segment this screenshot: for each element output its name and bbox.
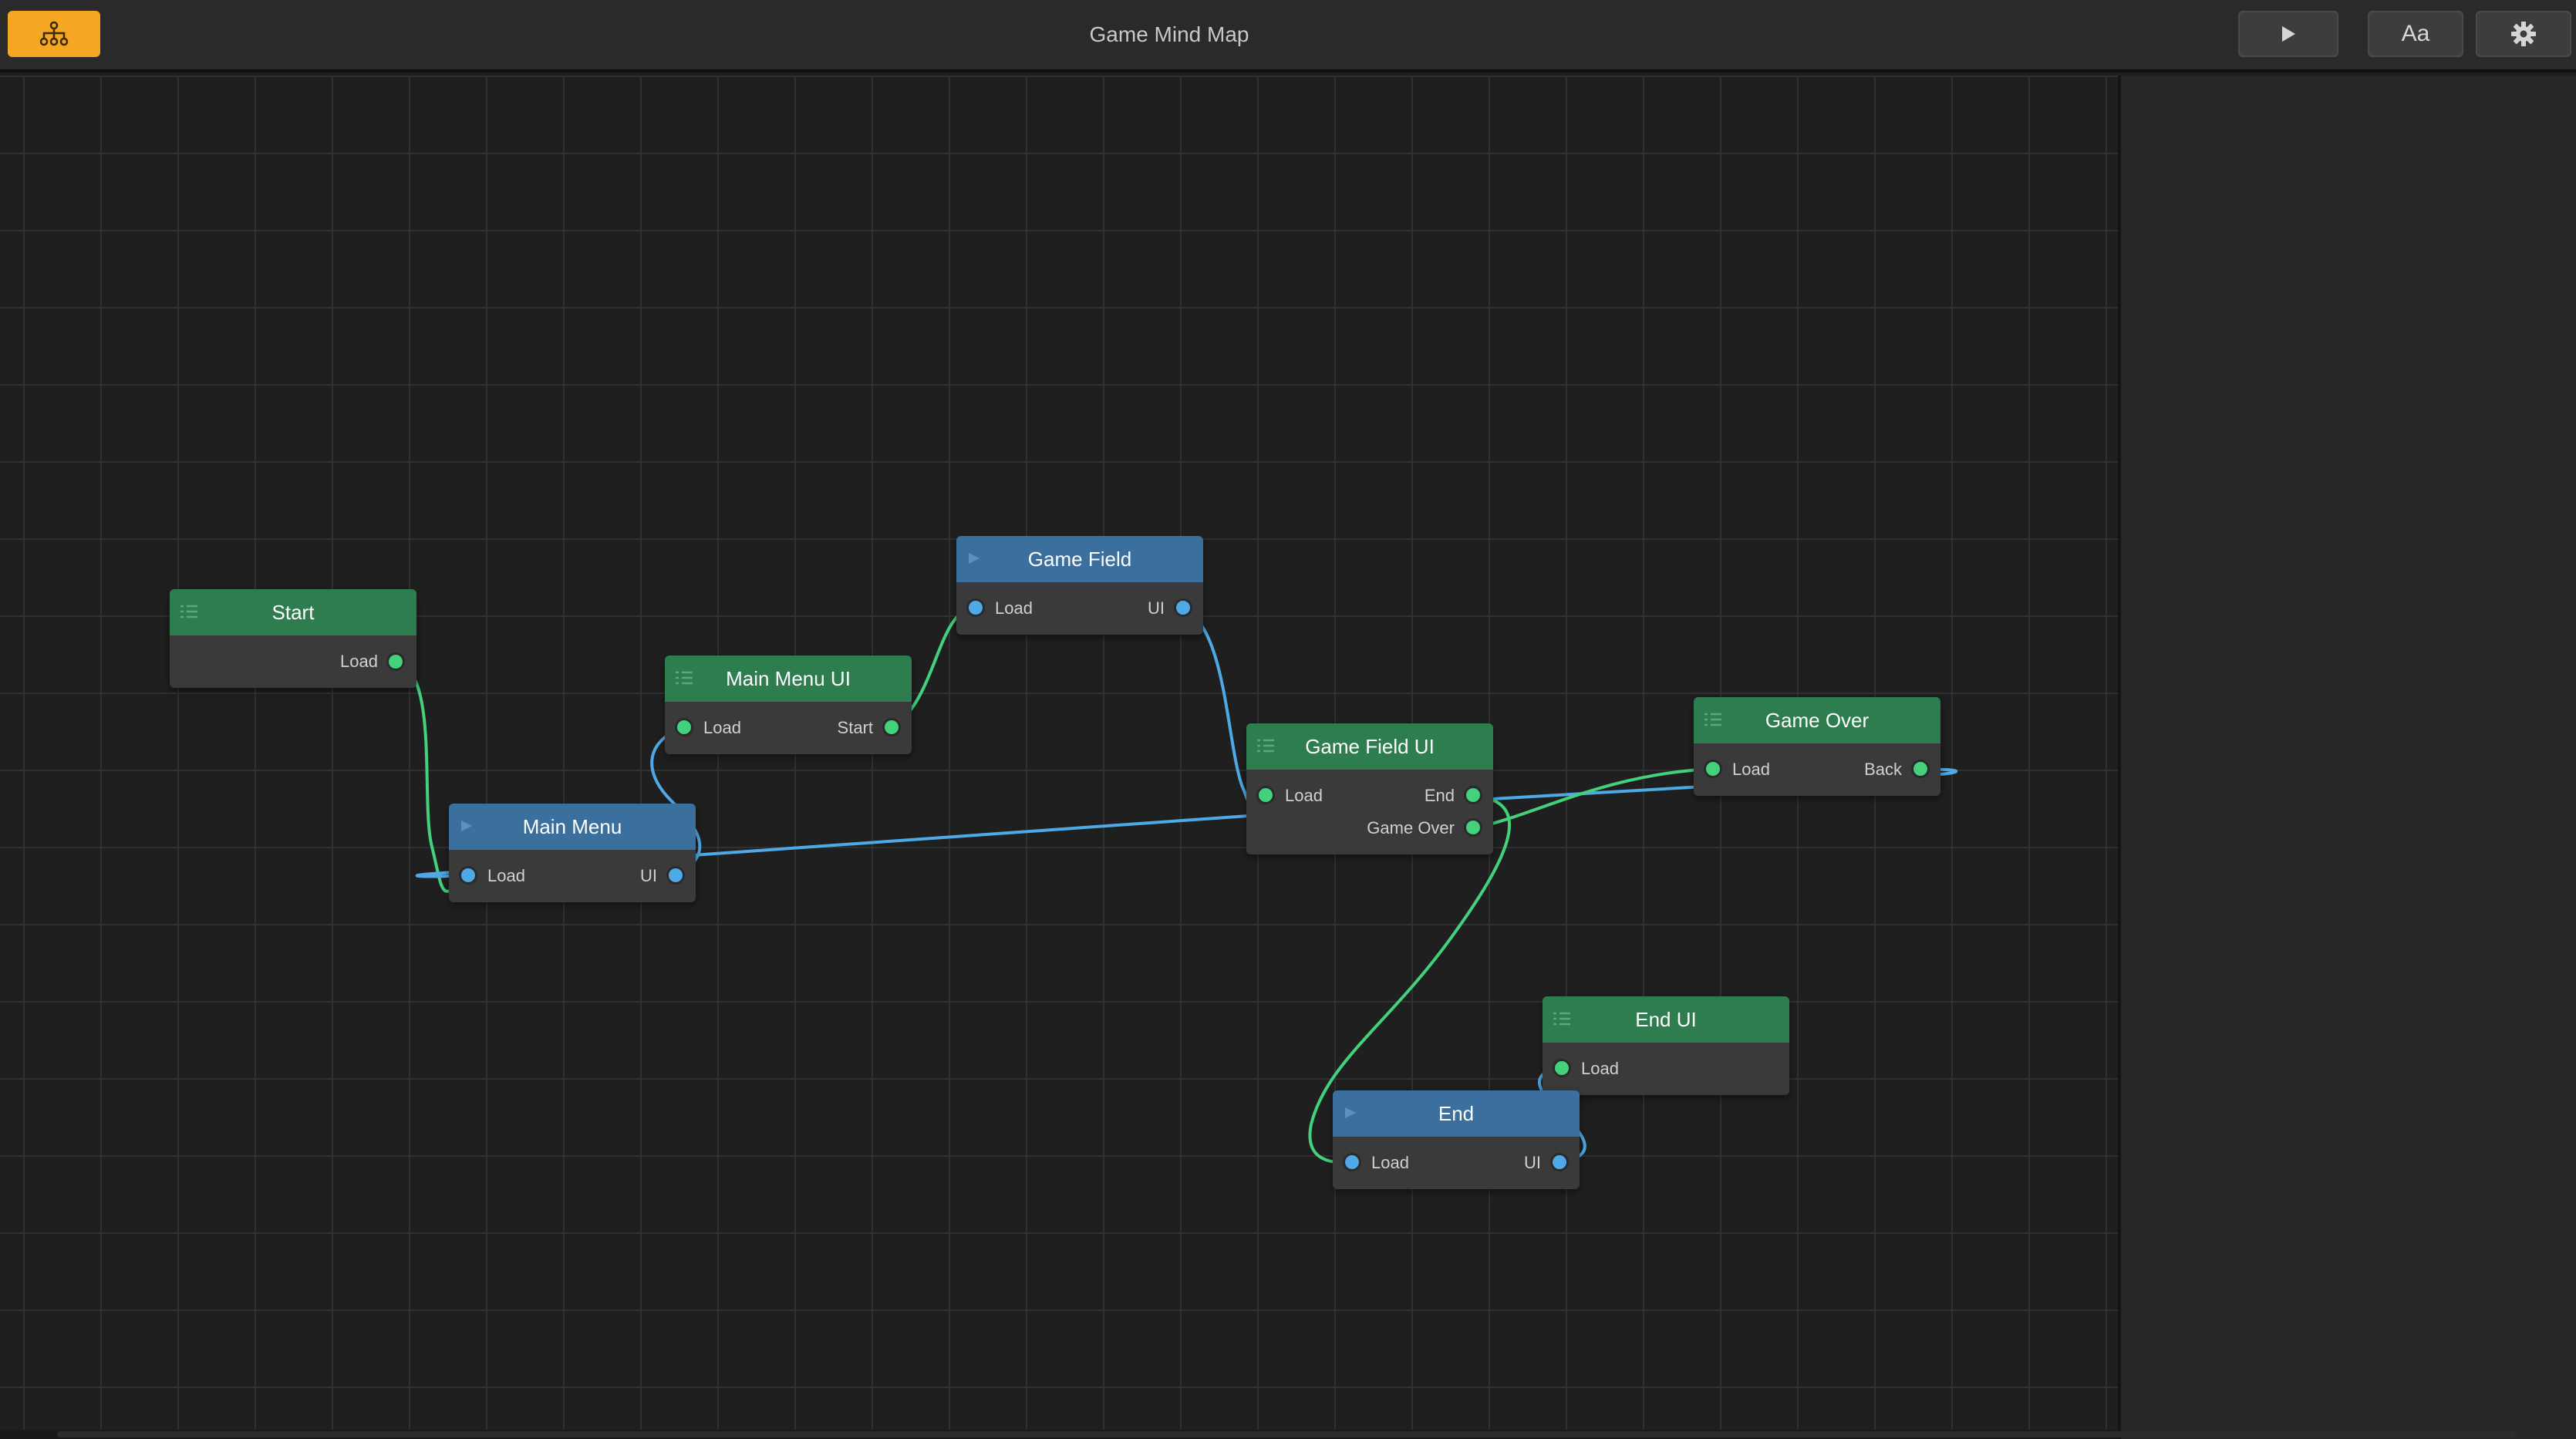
node-body: Load UI (1333, 1137, 1580, 1189)
node-body: Load (1543, 1043, 1789, 1095)
app-menu-button[interactable] (8, 11, 100, 57)
node-header[interactable]: End (1333, 1090, 1580, 1137)
port-label-ui: UI (1524, 1153, 1541, 1172)
port-out-start[interactable] (882, 718, 901, 736)
port-in-load[interactable] (1343, 1153, 1361, 1171)
wire-start-to-main-menu (394, 660, 470, 893)
node-header[interactable]: End UI (1543, 996, 1789, 1043)
node-body: Load Back (1694, 743, 1940, 796)
wire-game-field-ui-to-end (1308, 794, 1511, 1164)
node-title: Main Menu UI (726, 666, 851, 690)
list-icon (676, 671, 693, 685)
node-header[interactable]: Game Field UI (1246, 723, 1493, 770)
node-header[interactable]: Main Menu (449, 804, 696, 850)
node-end-ui[interactable]: End UI Load (1543, 996, 1789, 1095)
node-end[interactable]: End Load UI (1333, 1090, 1580, 1189)
port-label-ui: UI (640, 866, 657, 885)
node-title: Game Over (1765, 708, 1870, 732)
node-body: Load UI (956, 582, 1203, 635)
node-body: Load Start (665, 702, 912, 754)
port-label-game-over: Game Over (1367, 818, 1455, 837)
list-icon (180, 605, 197, 618)
port-label-load: Load (1285, 786, 1323, 805)
port-in-load[interactable] (1256, 786, 1275, 804)
node-game-field[interactable]: Game Field Load UI (956, 536, 1203, 635)
node-game-over[interactable]: Game Over Load Back (1694, 697, 1940, 796)
toolbar: Game Mind Map Aa (0, 0, 2576, 72)
node-game-field-ui[interactable]: Game Field UI Load End Game Over (1246, 723, 1493, 854)
node-main-menu-ui[interactable]: Main Menu UI Load Start (665, 655, 912, 754)
port-out-game-over[interactable] (1464, 818, 1482, 837)
horizontal-scrollbar[interactable] (0, 1430, 2517, 1439)
port-label-load: Load (340, 652, 378, 671)
node-tree-icon (39, 21, 69, 46)
font-button-label: Aa (2401, 21, 2430, 46)
node-body: Load (170, 635, 416, 688)
port-in-load[interactable] (1553, 1059, 1571, 1077)
play-button[interactable] (2238, 11, 2338, 57)
port-label-load: Load (1581, 1059, 1619, 1078)
list-icon (1704, 713, 1721, 726)
node-title: Game Field UI (1305, 734, 1435, 758)
list-icon (1257, 739, 1274, 753)
port-out-end[interactable] (1464, 786, 1482, 804)
window-title: Game Mind Map (1089, 22, 1249, 46)
node-title: Main Menu (522, 814, 622, 838)
font-button[interactable]: Aa (2368, 11, 2463, 57)
wire-game-field-ui-to-game-over (1472, 767, 1715, 830)
play-small-icon (1345, 1107, 1356, 1118)
node-main-menu[interactable]: Main Menu Load UI (449, 804, 696, 902)
port-label-back: Back (1864, 760, 1902, 779)
play-small-icon (461, 821, 472, 831)
gear-icon (2511, 22, 2536, 46)
port-out-load[interactable] (386, 652, 405, 671)
scrollbar-thumb[interactable] (57, 1431, 2517, 1437)
port-in-load[interactable] (459, 866, 477, 885)
port-label-load: Load (1732, 760, 1770, 779)
graph-canvas[interactable]: Start Load Main Menu Load UI Main Menu U… (0, 76, 2118, 1430)
port-label-load: Load (487, 866, 525, 885)
port-label-end: End (1424, 786, 1455, 805)
node-header[interactable]: Start (170, 589, 416, 635)
settings-button[interactable] (2476, 11, 2571, 57)
node-body: Load End Game Over (1246, 770, 1493, 854)
node-title: End UI (1635, 1007, 1697, 1031)
play-icon (2282, 26, 2295, 42)
inspector-panel (2118, 76, 2576, 1439)
port-in-load[interactable] (966, 598, 985, 617)
port-label-ui: UI (1148, 598, 1165, 618)
play-small-icon (969, 553, 979, 564)
node-start[interactable]: Start Load (170, 589, 416, 688)
node-title: Game Field (1027, 547, 1132, 571)
port-label-start: Start (837, 718, 873, 737)
node-header[interactable]: Game Over (1694, 697, 1940, 743)
port-in-load[interactable] (675, 718, 693, 736)
port-label-load: Load (995, 598, 1033, 618)
port-out-ui[interactable] (1174, 598, 1192, 617)
node-title: Start (271, 600, 315, 624)
node-body: Load UI (449, 850, 696, 902)
port-out-ui[interactable] (666, 866, 685, 885)
port-in-load[interactable] (1704, 760, 1722, 778)
node-header[interactable]: Game Field (956, 536, 1203, 582)
port-label-load: Load (1371, 1153, 1409, 1172)
port-out-ui[interactable] (1550, 1153, 1569, 1171)
list-icon (1553, 1012, 1570, 1026)
node-title: End (1438, 1101, 1475, 1125)
port-out-back[interactable] (1911, 760, 1930, 778)
node-header[interactable]: Main Menu UI (665, 655, 912, 702)
port-label-load: Load (703, 718, 741, 737)
